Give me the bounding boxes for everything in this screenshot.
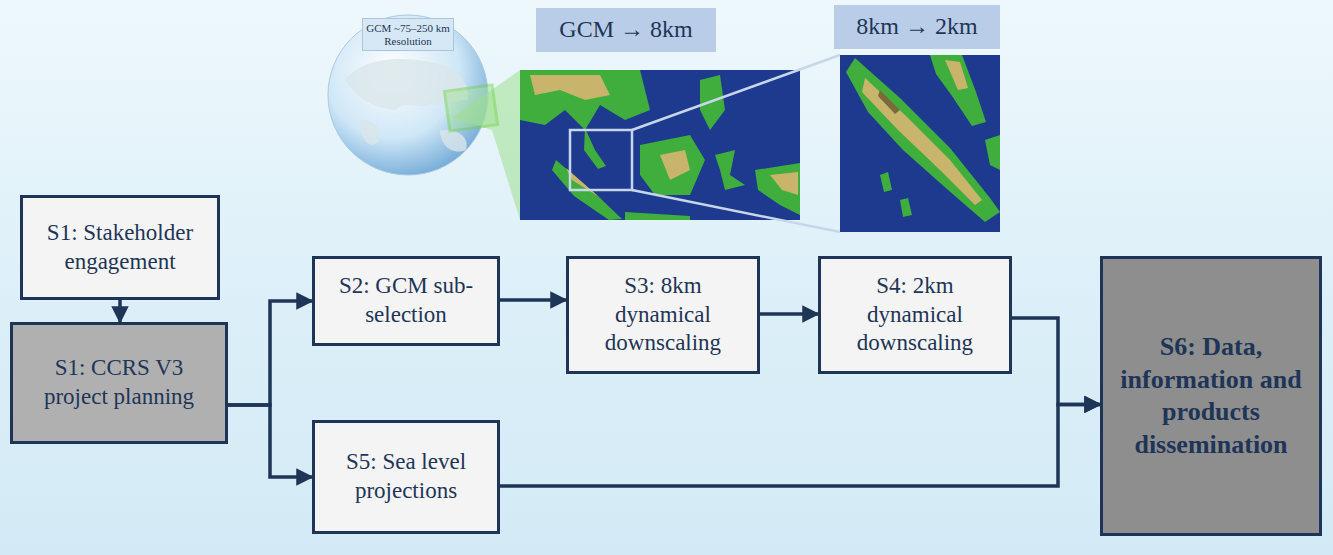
connector-arrow	[500, 298, 566, 302]
connector-arrow	[228, 405, 312, 477]
planning-box: S1: CCRS V3 project planning	[10, 322, 228, 444]
connector-arrow	[1012, 318, 1100, 404]
connector-arrow	[118, 300, 122, 322]
box-text: S4: 2km dynamical downscaling	[831, 272, 999, 358]
stakeholder-box: S1: Stakeholder engagement	[20, 195, 220, 300]
process-box: S5: Sea level projections	[312, 420, 500, 534]
globe	[328, 15, 520, 220]
box-text: S3: 8km dynamical downscaling	[579, 272, 747, 358]
box-text: S1: Stakeholder engagement	[33, 219, 207, 277]
box-text: S2: GCM sub-selection	[325, 272, 487, 330]
map-8km	[520, 70, 800, 220]
box-text: S6: Data, information and products disse…	[1113, 331, 1309, 461]
map-header: 8km → 2km	[834, 5, 1000, 49]
box-text: S5: Sea level projections	[325, 448, 487, 506]
connector-arrow	[500, 404, 1100, 486]
process-box: S3: 8km dynamical downscaling	[566, 256, 760, 374]
globe-label: GCM ~75–250 km Resolution	[362, 18, 454, 51]
connector-arrow	[760, 312, 818, 316]
map-2km	[840, 55, 1000, 232]
map-header: GCM → 8km	[536, 8, 716, 52]
process-box: S2: GCM sub-selection	[312, 256, 500, 346]
dissemination-box: S6: Data, information and products disse…	[1100, 256, 1322, 536]
process-box: S4: 2km dynamical downscaling	[818, 256, 1012, 374]
box-text: S1: CCRS V3 project planning	[23, 354, 215, 412]
connector-arrow	[228, 301, 312, 405]
